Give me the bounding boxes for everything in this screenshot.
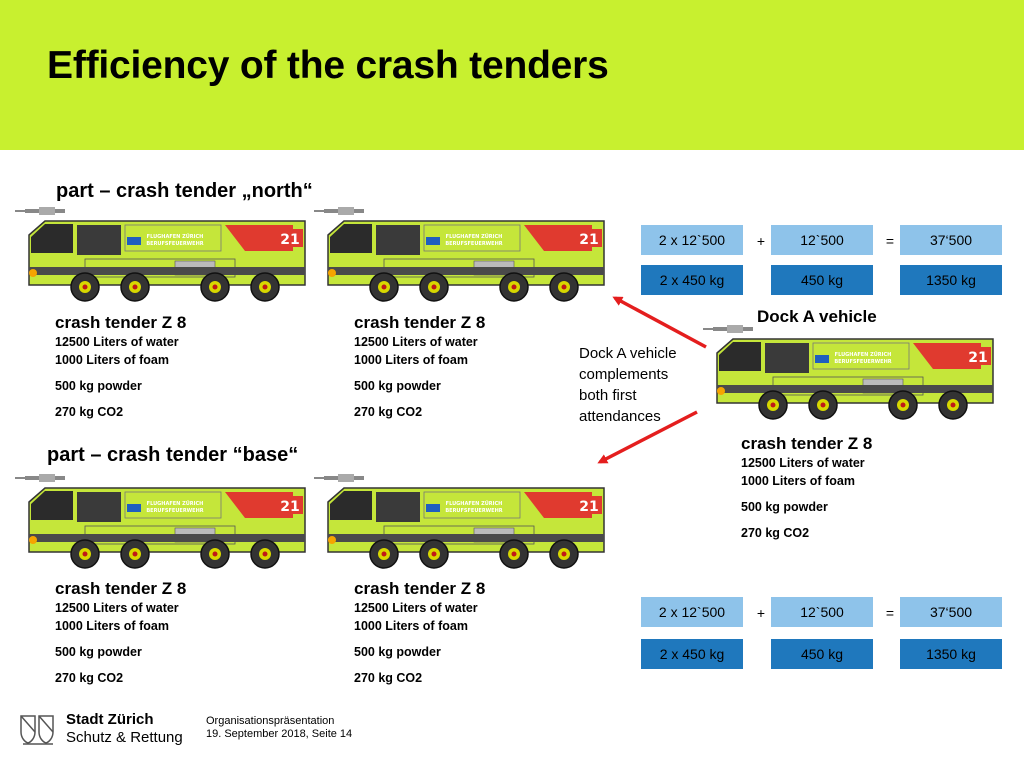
spec-water: 12500 Liters of water bbox=[354, 335, 478, 349]
calc-top-b2: 450 kg bbox=[771, 265, 873, 295]
svg-text:BERUFSFEUERWEHR: BERUFSFEUERWEHR bbox=[146, 508, 203, 514]
spec-water: 12500 Liters of water bbox=[55, 601, 179, 615]
calc-top-a1: 2 x 12`500 bbox=[641, 225, 743, 255]
spec-foam: 1000 Liters of foam bbox=[741, 474, 855, 488]
spec-name: crash tender Z 8 bbox=[55, 313, 187, 332]
svg-text:21: 21 bbox=[280, 232, 299, 248]
calc-bottom-b1: 12`500 bbox=[771, 597, 873, 627]
truck-image-dock: 21 FLUGHAFEN ZÜRICH BERUFSFEUERWEHR bbox=[703, 325, 999, 421]
footer-date-page: 19. September 2018, Seite 14 bbox=[206, 728, 353, 740]
truck-image-north-2: 21 FLUGHAFEN ZÜRICH BERUFSFEUERWEHR bbox=[314, 207, 610, 303]
svg-text:FLUGHAFEN ZÜRICH: FLUGHAFEN ZÜRICH bbox=[446, 500, 503, 507]
spec-dock: crash tender Z 8 12500 Liters of water 1… bbox=[741, 434, 872, 542]
footer-org: Stadt Zürich Schutz & Rettung bbox=[66, 711, 183, 747]
truck-image-base-1: 21 FLUGHAFEN ZÜRICH BERUFSFEUERWEHR bbox=[15, 474, 311, 570]
truck-image-base-2: 21 FLUGHAFEN ZÜRICH BERUFSFEUERWEHR bbox=[314, 474, 610, 570]
spec-base-2: crash tender Z 8 12500 Liters of water 1… bbox=[354, 579, 485, 687]
calc-bottom-c1: 37‘500 bbox=[900, 597, 1002, 627]
spec-water: 12500 Liters of water bbox=[741, 456, 865, 470]
dock-heading: Dock A vehicle bbox=[757, 307, 877, 326]
calc-bottom-c2: 1350 kg bbox=[900, 639, 1002, 669]
spec-powder: 500 kg powder bbox=[354, 645, 441, 659]
spec-co2: 270 kg CO2 bbox=[55, 671, 124, 685]
spec-co2: 270 kg CO2 bbox=[741, 526, 810, 540]
spec-base-1: crash tender Z 8 12500 Liters of water 1… bbox=[55, 579, 186, 687]
svg-text:21: 21 bbox=[579, 499, 598, 515]
spec-north-1: crash tender Z 8 12500 Liters of water 1… bbox=[55, 313, 186, 421]
page-title: Efficiency of the crash tenders bbox=[47, 44, 609, 87]
spec-name: crash tender Z 8 bbox=[741, 434, 873, 453]
footer-presentation: Organisationspräsentation 19. September … bbox=[206, 715, 352, 741]
calc-bottom-plus: + bbox=[756, 605, 766, 621]
section-heading-base: part – crash tender “base“ bbox=[47, 444, 299, 466]
spec-foam: 1000 Liters of foam bbox=[55, 353, 169, 367]
calc-top-a2: 2 x 450 kg bbox=[641, 265, 743, 295]
spec-co2: 270 kg CO2 bbox=[354, 405, 423, 419]
svg-text:21: 21 bbox=[579, 232, 598, 248]
spec-name: crash tender Z 8 bbox=[55, 579, 187, 598]
calc-top-c2: 1350 kg bbox=[900, 265, 1002, 295]
spec-foam: 1000 Liters of foam bbox=[55, 619, 169, 633]
spec-water: 12500 Liters of water bbox=[354, 601, 478, 615]
calc-top-equals: = bbox=[885, 233, 895, 249]
arrow-to-north bbox=[612, 296, 707, 349]
spec-water: 12500 Liters of water bbox=[55, 335, 179, 349]
calc-top-c1: 37‘500 bbox=[900, 225, 1002, 255]
calc-bottom-equals: = bbox=[885, 605, 895, 621]
spec-powder: 500 kg powder bbox=[55, 645, 142, 659]
spec-powder: 500 kg powder bbox=[354, 379, 441, 393]
spec-co2: 270 kg CO2 bbox=[354, 671, 423, 685]
calc-bottom-b2: 450 kg bbox=[771, 639, 873, 669]
svg-text:FLUGHAFEN ZÜRICH: FLUGHAFEN ZÜRICH bbox=[147, 233, 204, 240]
spec-name: crash tender Z 8 bbox=[354, 579, 486, 598]
calc-bottom-a1: 2 x 12`500 bbox=[641, 597, 743, 627]
svg-text:BERUFSFEUERWEHR: BERUFSFEUERWEHR bbox=[834, 359, 891, 365]
spec-co2: 270 kg CO2 bbox=[55, 405, 124, 419]
spec-north-2: crash tender Z 8 12500 Liters of water 1… bbox=[354, 313, 485, 421]
svg-text:FLUGHAFEN ZÜRICH: FLUGHAFEN ZÜRICH bbox=[446, 233, 503, 240]
svg-text:BERUFSFEUERWEHR: BERUFSFEUERWEHR bbox=[445, 241, 502, 247]
calc-top-plus: + bbox=[756, 233, 766, 249]
spec-powder: 500 kg powder bbox=[741, 500, 828, 514]
spec-name: crash tender Z 8 bbox=[354, 313, 486, 332]
spec-foam: 1000 Liters of foam bbox=[354, 619, 468, 633]
zurich-coat-of-arms-icon bbox=[20, 715, 54, 745]
footer-presentation-name: Organisationspräsentation bbox=[206, 715, 335, 727]
svg-text:BERUFSFEUERWEHR: BERUFSFEUERWEHR bbox=[445, 508, 502, 514]
dock-note: Dock A vehicle complements both first at… bbox=[579, 345, 677, 425]
footer-org-main: Stadt Zürich bbox=[66, 711, 154, 728]
svg-text:FLUGHAFEN ZÜRICH: FLUGHAFEN ZÜRICH bbox=[835, 351, 892, 358]
truck-image-north-1: 21 FLUGHAFEN ZÜRICH BERUFSFEUERWEHR bbox=[15, 207, 311, 303]
title-bar bbox=[0, 0, 1024, 150]
spec-powder: 500 kg powder bbox=[55, 379, 142, 393]
svg-text:21: 21 bbox=[280, 499, 299, 515]
svg-text:FLUGHAFEN ZÜRICH: FLUGHAFEN ZÜRICH bbox=[147, 500, 204, 507]
footer-org-sub: Schutz & Rettung bbox=[66, 729, 183, 746]
section-heading-north: part – crash tender „north“ bbox=[56, 180, 313, 202]
calc-bottom-a2: 2 x 450 kg bbox=[641, 639, 743, 669]
svg-text:BERUFSFEUERWEHR: BERUFSFEUERWEHR bbox=[146, 241, 203, 247]
spec-foam: 1000 Liters of foam bbox=[354, 353, 468, 367]
svg-text:21: 21 bbox=[968, 350, 987, 366]
calc-top-b1: 12`500 bbox=[771, 225, 873, 255]
